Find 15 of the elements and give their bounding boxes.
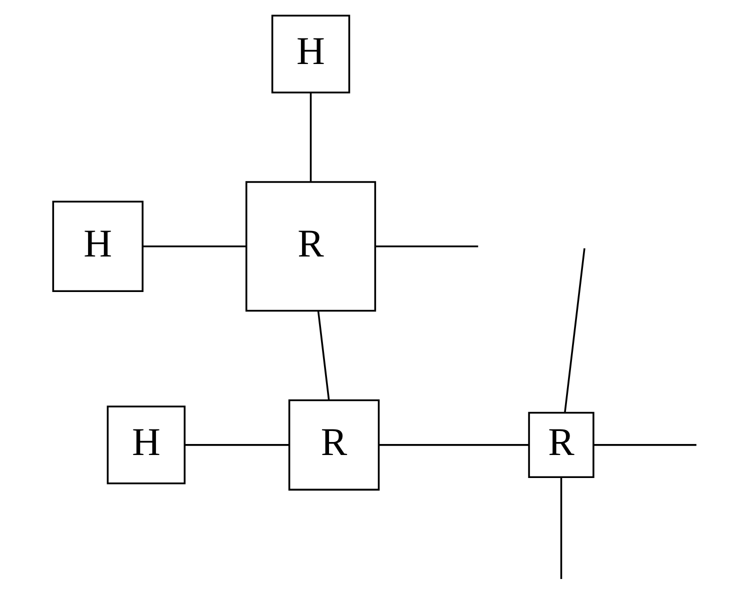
connector — [594, 444, 696, 446]
node-box: R — [245, 181, 376, 312]
node-box: H — [52, 200, 144, 292]
node-box: H — [271, 14, 350, 94]
connector — [310, 92, 312, 182]
node-box: R — [288, 399, 380, 491]
connector — [560, 477, 562, 579]
node-box: R — [528, 412, 594, 478]
connector — [564, 248, 586, 413]
connector — [317, 310, 330, 400]
connector — [376, 245, 478, 248]
connector — [142, 245, 246, 248]
connector — [379, 444, 529, 446]
node-box: H — [106, 406, 186, 484]
connector — [185, 444, 290, 446]
